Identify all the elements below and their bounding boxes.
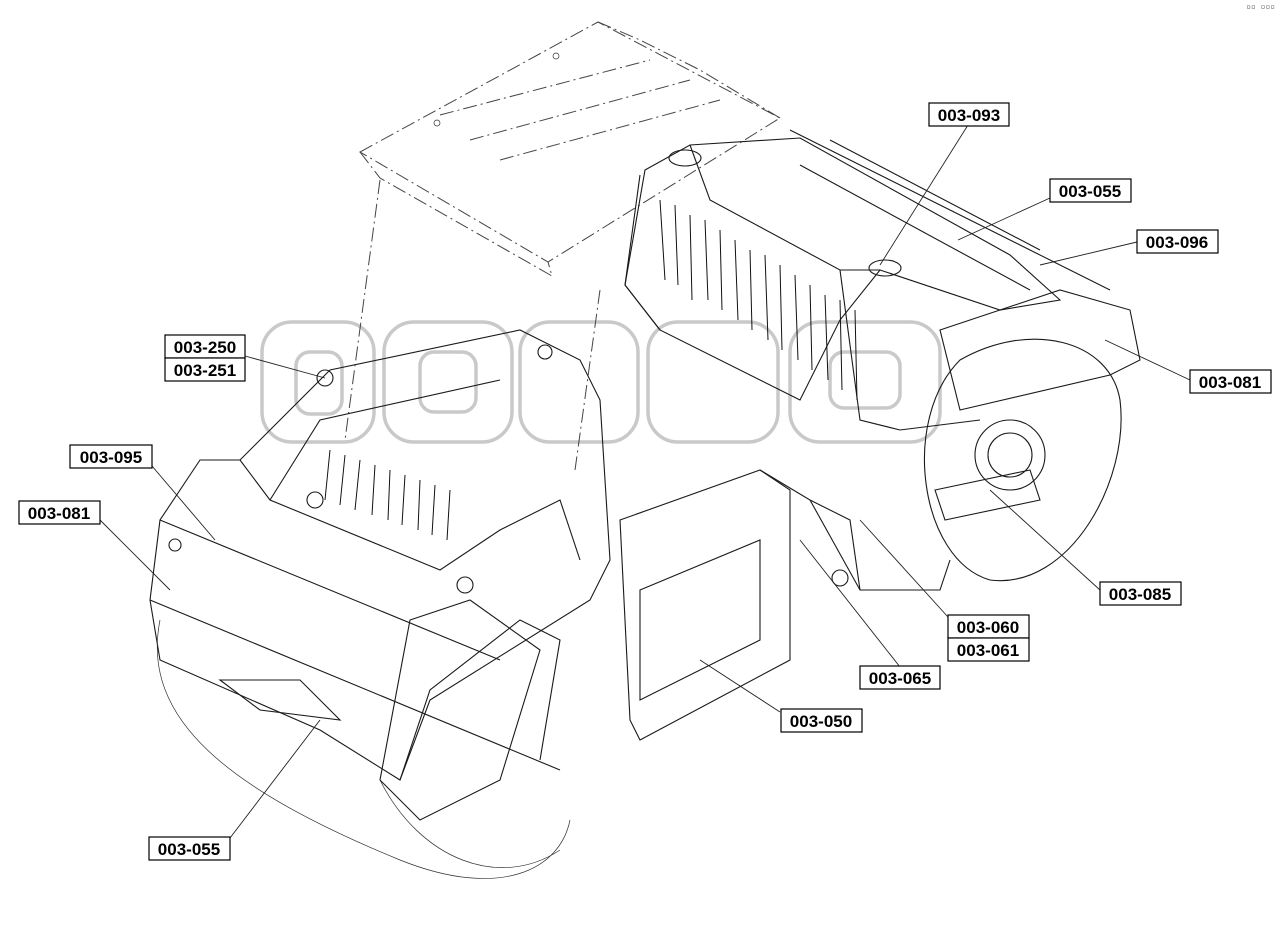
callout-003-096[interactable]: 003-096: [1136, 229, 1219, 254]
callout-003-081-right[interactable]: 003-081: [1189, 369, 1272, 394]
callout-003-065[interactable]: 003-065: [859, 665, 941, 690]
callout-003-060[interactable]: 003-060: [947, 614, 1030, 639]
callout-label: 003-093: [938, 106, 1000, 125]
corner-mark: ▫▫ ▫▫▫: [1246, 2, 1275, 11]
callout-label: 003-065: [869, 669, 931, 688]
callout-label: 003-096: [1146, 233, 1208, 252]
callout-003-061[interactable]: 003-061: [947, 637, 1030, 662]
callout-label: 003-055: [1059, 182, 1121, 201]
callout-003-085[interactable]: 003-085: [1099, 581, 1182, 606]
callout-003-251[interactable]: 003-251: [164, 357, 246, 382]
callout-label: 003-085: [1109, 585, 1171, 604]
callout-label: 003-055: [158, 840, 220, 859]
callout-label: 003-050: [790, 712, 852, 731]
watermark: [260, 320, 942, 444]
rear-frame: [619, 469, 951, 741]
callout-003-093[interactable]: 003-093: [928, 102, 1010, 127]
front-frame: [149, 329, 611, 821]
callout-label: 003-095: [80, 448, 142, 467]
canopy-roof: [344, 21, 782, 471]
callout-label: 003-250: [174, 338, 236, 357]
engine-hood: [624, 129, 1111, 431]
callout-label: 003-081: [28, 504, 90, 523]
callout-003-081-left[interactable]: 003-081: [18, 500, 101, 525]
callout-label: 003-061: [957, 641, 1019, 660]
callout-label: 003-060: [957, 618, 1019, 637]
callout-003-055-bottom[interactable]: 003-055: [148, 836, 231, 861]
rear-drum: [923, 289, 1141, 582]
callout-003-250[interactable]: 003-250: [164, 334, 246, 359]
callout-label: 003-251: [174, 361, 236, 380]
callout-003-055-top[interactable]: 003-055: [1049, 178, 1132, 203]
callout-003-050[interactable]: 003-050: [780, 708, 863, 733]
callout-003-095[interactable]: 003-095: [69, 444, 153, 469]
front-drum: [156, 619, 571, 879]
callout-label: 003-081: [1199, 373, 1261, 392]
leader-lines: [99, 124, 1191, 839]
